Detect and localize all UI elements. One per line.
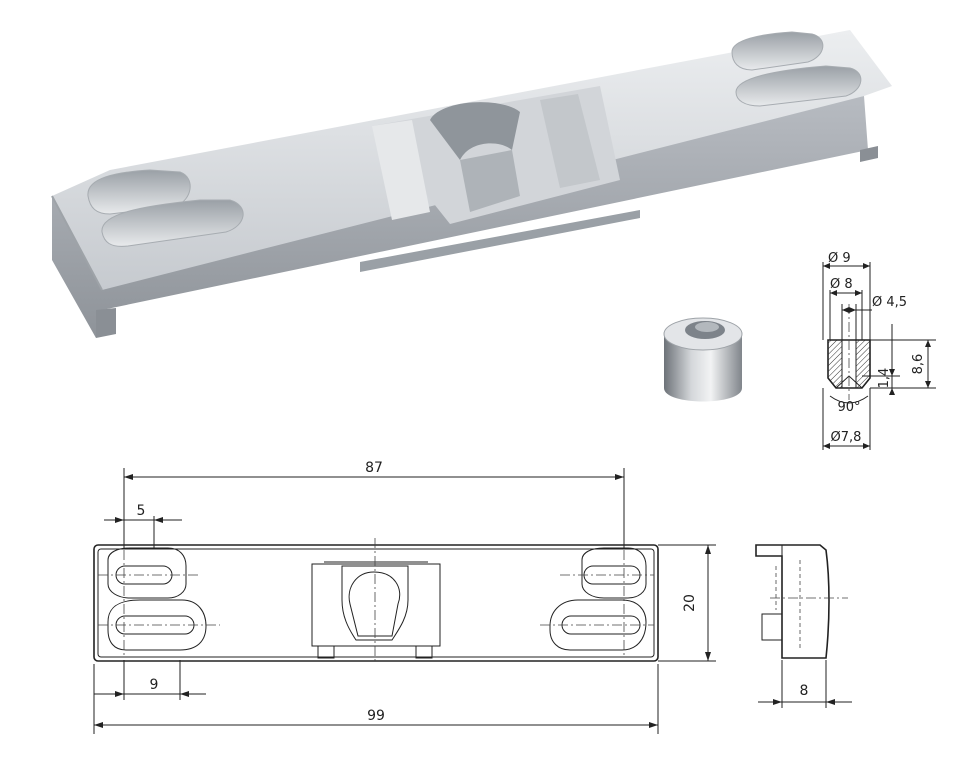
body-diameter-label: Ø 8 xyxy=(830,277,853,292)
bore-diameter-label: Ø 4,5 xyxy=(872,295,907,310)
striker-plate-render xyxy=(51,30,892,338)
hole-spacing-label: 87 xyxy=(365,460,383,476)
bushing-height-label: 8,6 xyxy=(911,354,926,375)
overall-length-label: 99 xyxy=(367,708,385,724)
base-diameter-label: Ø7,8 xyxy=(831,430,862,445)
side-view-drawing: 8 xyxy=(755,544,852,708)
plan-view-drawing: 87 5 9 99 20 xyxy=(93,460,716,734)
bushing-render xyxy=(663,317,743,402)
chamfer-depth-label: 1,4 xyxy=(877,368,892,389)
slot-offset-label: 9 xyxy=(150,677,159,693)
bushing-section-drawing: Ø 9 Ø 8 Ø 4,5 1,4 8,6 90° Ø7,8 xyxy=(822,251,936,450)
outer-diameter-label: Ø 9 xyxy=(828,251,851,266)
chamfer-angle-label: 90° xyxy=(837,400,860,415)
height-label: 20 xyxy=(682,594,698,612)
slot-width-label: 5 xyxy=(137,503,146,519)
side-depth-label: 8 xyxy=(800,683,809,699)
